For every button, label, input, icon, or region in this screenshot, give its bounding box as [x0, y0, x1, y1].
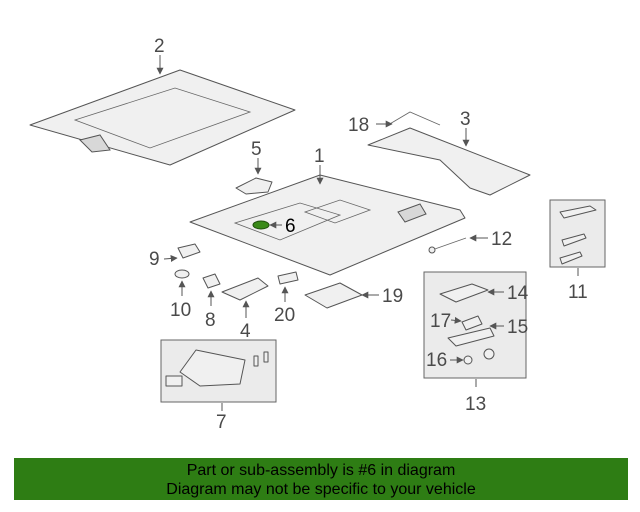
rear-panel: 3 — [367, 109, 531, 196]
part-19: 19 — [304, 282, 403, 309]
callout-2: 2 — [154, 36, 165, 57]
headliner-main: 1 — [189, 146, 466, 276]
callout-12: 12 — [491, 229, 512, 250]
callout-4: 4 — [240, 321, 251, 342]
callout-9: 9 — [149, 249, 160, 270]
callout-1: 1 — [314, 146, 325, 167]
callout-18: 18 — [348, 115, 369, 136]
callout-13: 13 — [465, 394, 486, 415]
part-9: 9 — [149, 243, 201, 270]
headliner-upper: 2 — [29, 36, 296, 166]
callout-6: 6 — [285, 216, 296, 237]
callout-20: 20 — [274, 305, 295, 326]
part-8: 8 — [202, 273, 221, 331]
part-4: 4 — [221, 277, 269, 342]
callout-11: 11 — [568, 282, 588, 303]
callout-14: 14 — [507, 283, 529, 304]
part-20: 20 — [274, 271, 299, 326]
callout-19: 19 — [382, 286, 403, 307]
part-10: 10 — [170, 269, 191, 321]
callout-8: 8 — [205, 310, 216, 331]
info-banner: Part or sub-assembly is #6 in diagram Di… — [14, 458, 628, 500]
callout-3: 3 — [460, 109, 471, 130]
callout-10: 10 — [170, 300, 191, 321]
callout-17: 17 — [430, 311, 451, 332]
part-11-group: 11 — [549, 199, 606, 303]
part-7-group: 7 — [160, 339, 277, 433]
part-6-shape — [252, 220, 270, 230]
part-12: 12 — [428, 229, 512, 254]
banner-line-1: Part or sub-assembly is #6 in diagram — [186, 462, 456, 479]
part-13-group: 14 17 15 16 13 — [423, 271, 529, 415]
callout-16: 16 — [426, 350, 447, 371]
parts-diagram: 2 3 18 1 6 5 9 10 — [29, 36, 606, 433]
callout-15: 15 — [507, 317, 528, 338]
banner-line-2: Diagram may not be specific to your vehi… — [166, 481, 476, 498]
callout-7: 7 — [216, 412, 227, 433]
part-5: 5 — [235, 139, 273, 195]
callout-5: 5 — [251, 139, 262, 160]
part-18: 18 — [348, 111, 441, 136]
part-6-highlighted: 6 — [252, 216, 296, 237]
